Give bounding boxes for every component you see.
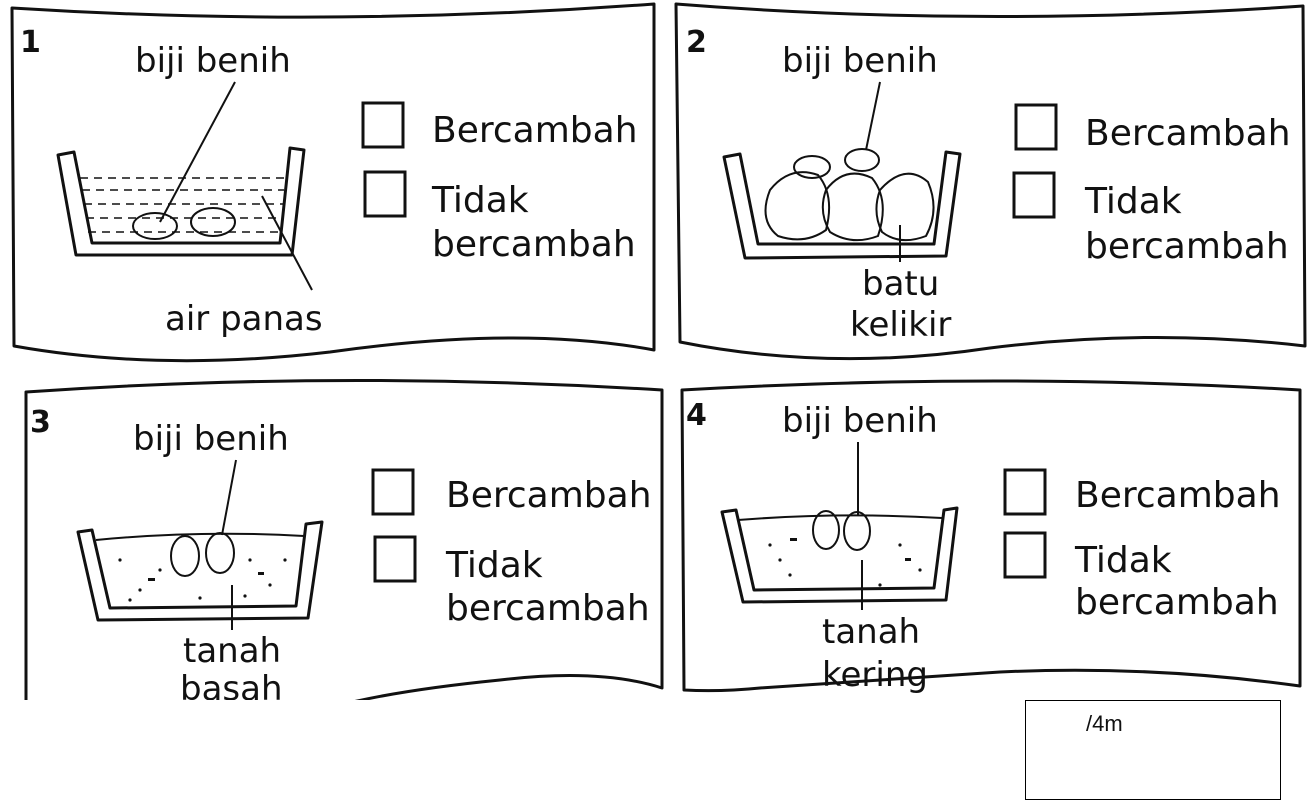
score-box: /4m [1025, 700, 1281, 800]
panel-2-seed-label: biji benih [782, 41, 938, 81]
panel-4-option-not-germinate-checkbox[interactable] [1003, 531, 1047, 579]
panel-3-option-not-germinate-checkbox[interactable] [373, 535, 417, 583]
panel-4-option-germinate-label: Bercambah [1075, 475, 1281, 516]
panel-4-medium-label-line2: kering [822, 655, 928, 695]
panel-3-medium-label-line1: tanah [183, 631, 281, 671]
panel-3-frame [24, 378, 664, 700]
panel-2-gravel [821, 172, 884, 242]
panel-2-seed [793, 155, 831, 179]
panel-1-seed-pointer [159, 81, 236, 223]
panel-3-container [76, 520, 324, 622]
panel-4-number: 4 [686, 398, 707, 433]
panel-4: 4 biji benih tanah kering Bercambah Tida… [680, 379, 1302, 695]
panel-3-option-not-label-line2: bercambah [446, 588, 650, 629]
panel-1-option-germinate-label: Bercambah [432, 110, 638, 151]
panel-3-seed-pointer [221, 459, 237, 536]
panel-4-seed-label: biji benih [782, 401, 938, 441]
panel-3: 3 biji benih tanah basah Bercambah Tidak… [24, 378, 664, 700]
panel-3-soil-specks [118, 558, 287, 602]
panel-2-number: 2 [686, 25, 707, 60]
panel-2-container [722, 150, 962, 260]
panel-3-seed-label: biji benih [133, 419, 289, 459]
panel-4-seed [812, 510, 840, 550]
panel-2-seed [844, 148, 880, 172]
worksheet-diagram: 1 biji benih air panas Bercambah Tidak b… [10, 2, 1307, 700]
panel-4-soil-specks [768, 538, 922, 587]
panel-2-medium-label-line2: kelikir [850, 305, 951, 345]
panel-1-medium-label: air panas [165, 299, 323, 339]
panel-2-option-not-label-line2: bercambah [1085, 226, 1289, 267]
panel-1-option-not-label-line2: bercambah [432, 224, 636, 265]
panel-3-seed [205, 532, 235, 574]
panel-3-seed [170, 535, 200, 577]
panel-1: 1 biji benih air panas Bercambah Tidak b… [10, 2, 656, 363]
panel-1-seed-label: biji benih [135, 41, 291, 81]
panel-1-frame [10, 2, 656, 363]
panel-1-option-not-germinate-checkbox[interactable] [363, 170, 407, 218]
panel-1-seed [132, 212, 178, 240]
panel-2-gravel [764, 171, 831, 241]
panel-4-seed [843, 511, 871, 551]
panel-4-option-not-label-line2: bercambah [1075, 582, 1279, 623]
panel-1-seed [190, 207, 236, 237]
panel-1-option-not-label-line1: Tidak [431, 180, 529, 221]
panel-4-option-germinate-checkbox[interactable] [1003, 468, 1047, 516]
panel-4-option-not-label-line1: Tidak [1074, 540, 1172, 581]
panel-3-number: 3 [30, 405, 51, 440]
panel-3-medium-label-line2: basah [180, 669, 283, 700]
panel-2-option-germinate-checkbox[interactable] [1014, 103, 1058, 151]
panel-1-number: 1 [20, 25, 41, 60]
panel-2-option-germinate-label: Bercambah [1085, 113, 1291, 154]
panel-3-option-germinate-checkbox[interactable] [371, 468, 415, 516]
panel-2-seed-pointer [865, 81, 881, 151]
panel-3-option-not-label-line1: Tidak [445, 545, 543, 586]
score-text: /4m [1086, 711, 1123, 736]
panel-4-medium-label-line1: tanah [822, 612, 920, 652]
panel-3-option-germinate-label: Bercambah [446, 475, 652, 516]
panel-2-option-not-germinate-checkbox[interactable] [1012, 171, 1056, 219]
panel-2-option-not-label-line1: Tidak [1084, 181, 1182, 222]
panel-2-medium-label-line1: batu [862, 264, 939, 304]
panel-2: 2 biji benih batu kelikir Bercambah Tida… [674, 2, 1307, 361]
panel-1-option-germinate-checkbox[interactable] [361, 101, 405, 149]
panel-2-gravel [875, 172, 935, 242]
panel-1-container [56, 146, 306, 257]
panel-2-frame [674, 2, 1307, 361]
panel-4-container [720, 506, 959, 604]
panel-4-frame [680, 379, 1302, 693]
panel-1-medium-pointer [261, 195, 313, 291]
